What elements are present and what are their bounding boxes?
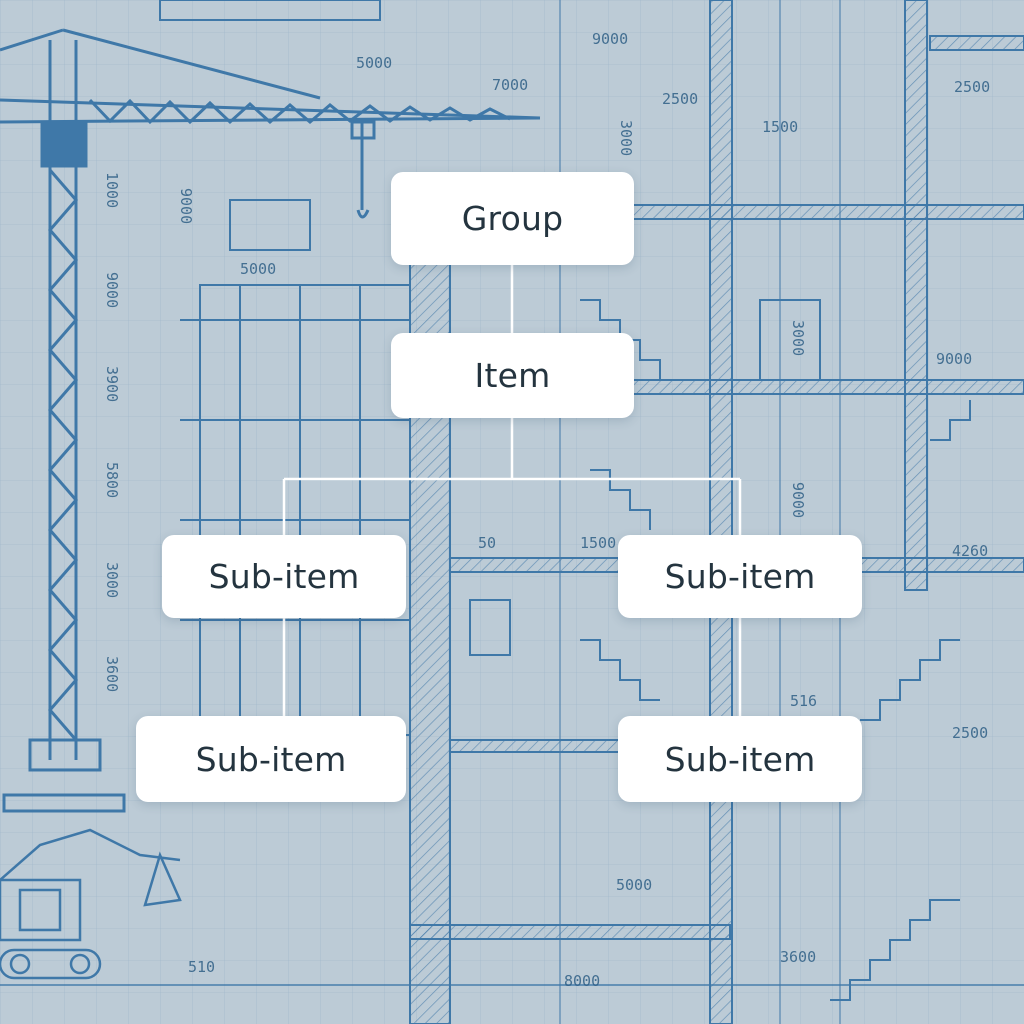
svg-text:3000: 3000: [617, 120, 635, 156]
svg-text:2500: 2500: [952, 724, 988, 742]
svg-text:3600: 3600: [103, 656, 121, 692]
sub-item-node-right-1[interactable]: Sub-item: [618, 535, 862, 618]
svg-text:516: 516: [790, 692, 817, 710]
svg-text:1000: 1000: [103, 172, 121, 208]
sub-item-label: Sub-item: [664, 557, 816, 596]
group-node[interactable]: Group: [391, 172, 634, 265]
svg-text:5800: 5800: [103, 462, 121, 498]
svg-text:8000: 8000: [564, 972, 600, 990]
sub-item-label: Sub-item: [664, 739, 816, 779]
svg-text:510: 510: [188, 958, 215, 976]
svg-text:1500: 1500: [762, 118, 798, 136]
svg-text:50: 50: [478, 534, 496, 552]
sub-item-label: Sub-item: [208, 557, 360, 596]
svg-text:7000: 7000: [492, 76, 528, 94]
sub-item-node-right-2[interactable]: Sub-item: [618, 716, 862, 802]
svg-text:9000: 9000: [936, 350, 972, 368]
item-node[interactable]: Item: [391, 333, 634, 418]
dimension-labels: 5000 7000 9000 2500 1500 2500 5000 9000 …: [103, 30, 990, 990]
crane-drawing: [0, 28, 541, 813]
svg-text:2500: 2500: [662, 90, 698, 108]
svg-text:3000: 3000: [789, 320, 807, 356]
svg-text:1500: 1500: [580, 534, 616, 552]
svg-text:2500: 2500: [954, 78, 990, 96]
svg-text:5000: 5000: [356, 54, 392, 72]
svg-text:3000: 3000: [103, 562, 121, 598]
svg-text:4260: 4260: [952, 542, 988, 560]
svg-text:3900: 3900: [103, 366, 121, 402]
svg-text:5000: 5000: [616, 876, 652, 894]
svg-text:9000: 9000: [103, 272, 121, 308]
sub-item-label: Sub-item: [195, 739, 347, 779]
sub-item-node-left-2[interactable]: Sub-item: [136, 716, 406, 802]
excavator-drawing: [0, 828, 182, 980]
sub-item-node-left-1[interactable]: Sub-item: [162, 535, 406, 618]
svg-text:9000: 9000: [789, 482, 807, 518]
svg-text:5000: 5000: [240, 260, 276, 278]
item-node-label: Item: [474, 356, 551, 395]
group-node-label: Group: [461, 199, 564, 238]
svg-text:9000: 9000: [592, 30, 628, 48]
svg-text:9000: 9000: [177, 188, 195, 224]
svg-text:3600: 3600: [780, 948, 816, 966]
